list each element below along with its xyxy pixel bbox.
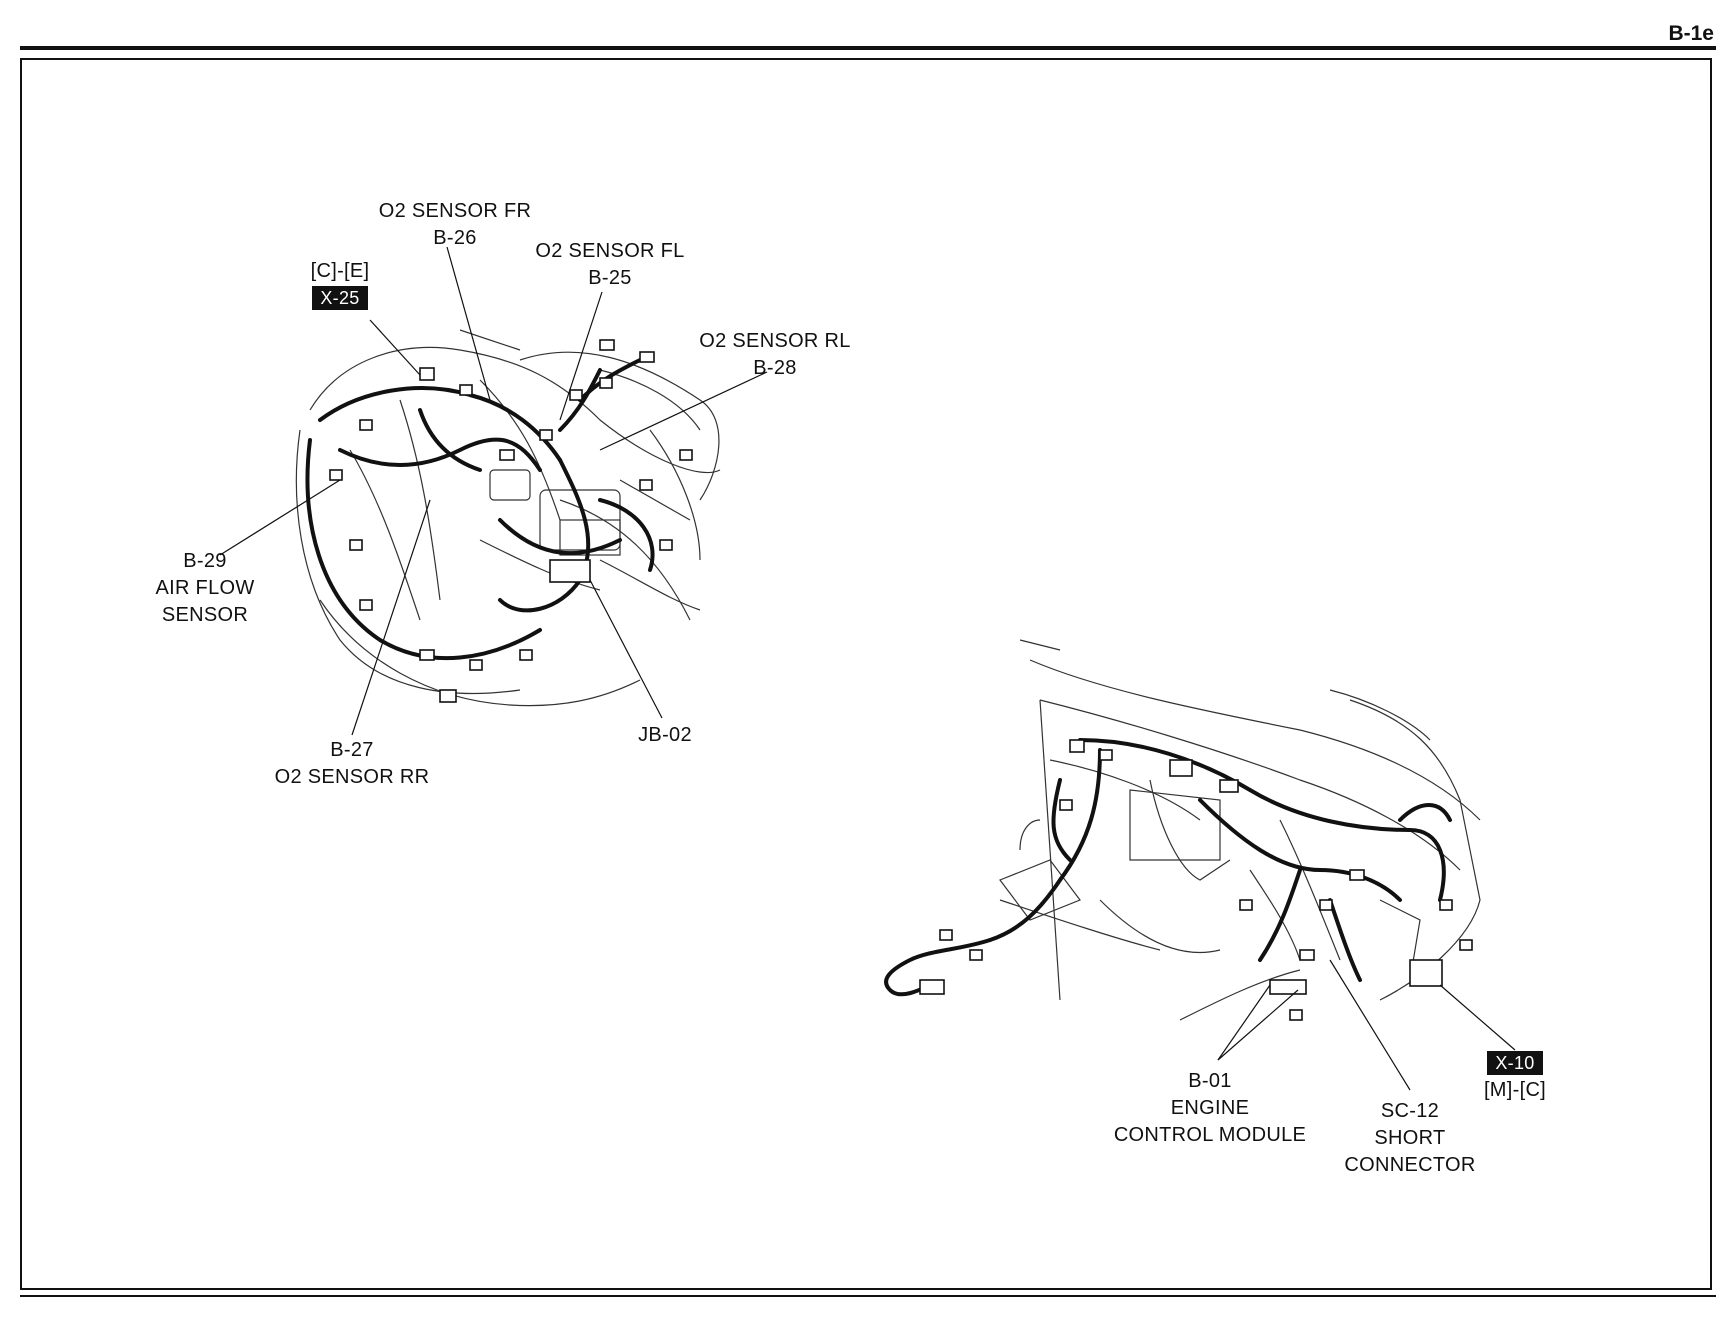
- label-jb02: JB-02: [620, 722, 710, 749]
- ref-c-e-grid: [C]-[E]: [310, 260, 370, 282]
- o2-fl-name: O2 SENSOR FL: [535, 240, 685, 262]
- engine-compartment-drawing: [295, 329, 721, 707]
- ref-m-c-grid: [M]-[C]: [1483, 1079, 1547, 1101]
- ref-x10-tag: X-10: [1487, 1051, 1543, 1075]
- header-rule: [20, 46, 1716, 50]
- label-short-connector: SC-12 SHORT CONNECTOR: [1325, 1098, 1495, 1179]
- ecm-line1: ENGINE: [1170, 1097, 1250, 1119]
- sc12-line1: SHORT: [1374, 1127, 1446, 1149]
- diagram-frame: [20, 58, 1712, 1290]
- label-o2-sensor-fr: O2 SENSOR FR B-26: [350, 198, 560, 252]
- leader-jb02: [589, 579, 663, 719]
- jb02-code: JB-02: [638, 724, 692, 746]
- leader-sc12: [1329, 959, 1411, 1091]
- sc12-line2: CONNECTOR: [1344, 1154, 1476, 1176]
- o2-fr-name: O2 SENSOR FR: [378, 200, 532, 222]
- label-air-flow-sensor: B-29 AIR FLOW SENSOR: [135, 548, 275, 629]
- interior-connectors: [919, 739, 1473, 1021]
- label-ref-m-c: X-10 [M]-[C]: [1470, 1050, 1560, 1104]
- label-o2-sensor-rr: B-27 O2 SENSOR RR: [252, 737, 452, 791]
- ref-x25-tag: X-25: [312, 286, 368, 310]
- engine-harness: [305, 358, 655, 661]
- ecm-code: B-01: [1188, 1070, 1232, 1092]
- o2-rr-code: B-27: [330, 739, 374, 761]
- o2-fr-code: B-26: [433, 227, 477, 249]
- label-o2-sensor-fl: O2 SENSOR FL B-25: [505, 238, 715, 292]
- leader-o2-rl: [599, 371, 768, 451]
- interior-harness: [884, 738, 1452, 997]
- o2-rl-name: O2 SENSOR RL: [699, 330, 851, 352]
- label-engine-control-module: B-01 ENGINE CONTROL MODULE: [1100, 1068, 1320, 1149]
- o2-rl-code: B-28: [753, 357, 797, 379]
- leader-lines: [219, 246, 1516, 1091]
- leader-ecm-b: [1217, 989, 1299, 1061]
- air-flow-line2: SENSOR: [161, 604, 249, 626]
- leader-o2-fr: [446, 246, 491, 401]
- engine-connectors: [329, 339, 693, 703]
- leader-x10: [1439, 984, 1516, 1051]
- leader-x25: [369, 319, 421, 376]
- sc12-code: SC-12: [1380, 1100, 1440, 1122]
- o2-rr-name: O2 SENSOR RR: [274, 766, 430, 788]
- label-ref-c-e: [C]-[E] X-25: [285, 258, 395, 312]
- air-flow-line1: AIR FLOW: [155, 577, 255, 599]
- footer-rule: [20, 1295, 1716, 1297]
- leader-ecm-a: [1217, 984, 1271, 1061]
- leader-o2-fl: [559, 291, 603, 421]
- o2-fl-code: B-25: [588, 267, 632, 289]
- ecm-line2: CONTROL MODULE: [1113, 1124, 1307, 1146]
- air-flow-code: B-29: [183, 550, 227, 572]
- label-o2-sensor-rl: O2 SENSOR RL B-28: [670, 328, 880, 382]
- leader-o2-rr: [351, 499, 431, 736]
- page-number: B-1e: [1668, 22, 1714, 45]
- leader-air-flow: [219, 479, 341, 556]
